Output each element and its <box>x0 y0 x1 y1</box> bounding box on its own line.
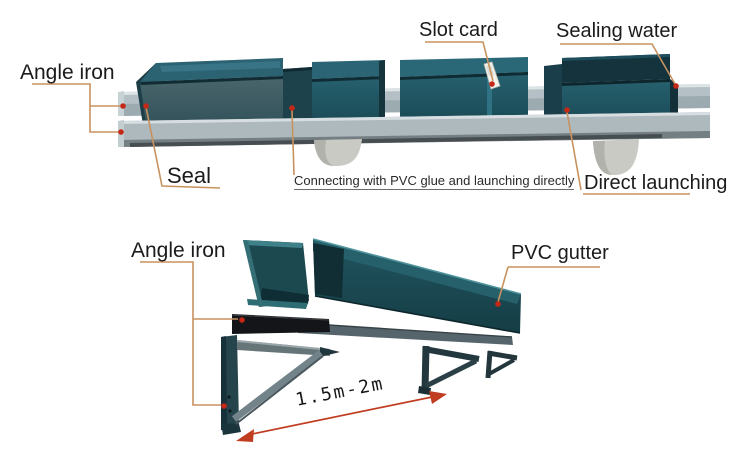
marker-dot <box>495 301 501 307</box>
joint-piece-1 <box>283 67 312 124</box>
marker-dot <box>564 107 570 113</box>
marker-dot <box>489 81 495 87</box>
leader-connecting <box>291 109 295 176</box>
leader-angle-iron-top <box>32 83 118 133</box>
pvc-gutter-channel <box>312 238 522 334</box>
marker-dot <box>143 103 149 109</box>
gutter-box-2 <box>312 60 385 124</box>
dimension-arrow <box>236 391 447 442</box>
leader-slot-card <box>425 41 494 82</box>
label-seal: Seal <box>167 163 212 188</box>
gutter-box-1 <box>136 58 283 125</box>
joint-piece-2 <box>544 64 562 122</box>
label-angle-iron-top: Angle iron <box>20 61 115 84</box>
angle-iron-rail-bottom <box>118 112 710 147</box>
marker-dot <box>673 83 679 89</box>
support-strip <box>297 322 513 345</box>
marker-dot <box>221 403 227 409</box>
marker-dot <box>239 317 245 323</box>
leader-angle-iron-bottom <box>140 261 221 406</box>
gutter-box-3 <box>400 57 528 123</box>
marker-dot <box>118 129 124 135</box>
bracket-medium <box>418 345 480 395</box>
gutter-end-piece <box>243 240 309 309</box>
label-slot-card: Slot card <box>419 19 498 41</box>
top-annotations <box>32 41 690 195</box>
leader-seal <box>145 106 221 189</box>
gutter-box-4 <box>562 54 678 124</box>
leader-direct-launching <box>566 111 582 191</box>
bottom-annotations <box>140 261 600 442</box>
marker-dot <box>120 103 126 109</box>
top-assembly-photo <box>118 54 710 176</box>
drain-funnel-right <box>593 139 639 176</box>
label-angle-iron-bottom: Angle iron <box>131 239 226 262</box>
label-sealing-water: Sealing water <box>556 20 678 42</box>
bracket-small <box>485 350 518 379</box>
marker-dot <box>289 105 295 111</box>
label-direct-launching: Direct launching <box>584 172 728 194</box>
bottom-assembly-photo <box>221 238 522 435</box>
label-pvc-gutter: PVC gutter <box>511 242 609 264</box>
leader-sealing-water <box>560 43 676 85</box>
label-connecting-note: Connecting with PVC glue and launching d… <box>294 173 575 190</box>
leader-pvc-gutter <box>497 266 509 303</box>
angle-iron-bar <box>231 314 330 334</box>
drain-funnel-left <box>314 139 362 167</box>
